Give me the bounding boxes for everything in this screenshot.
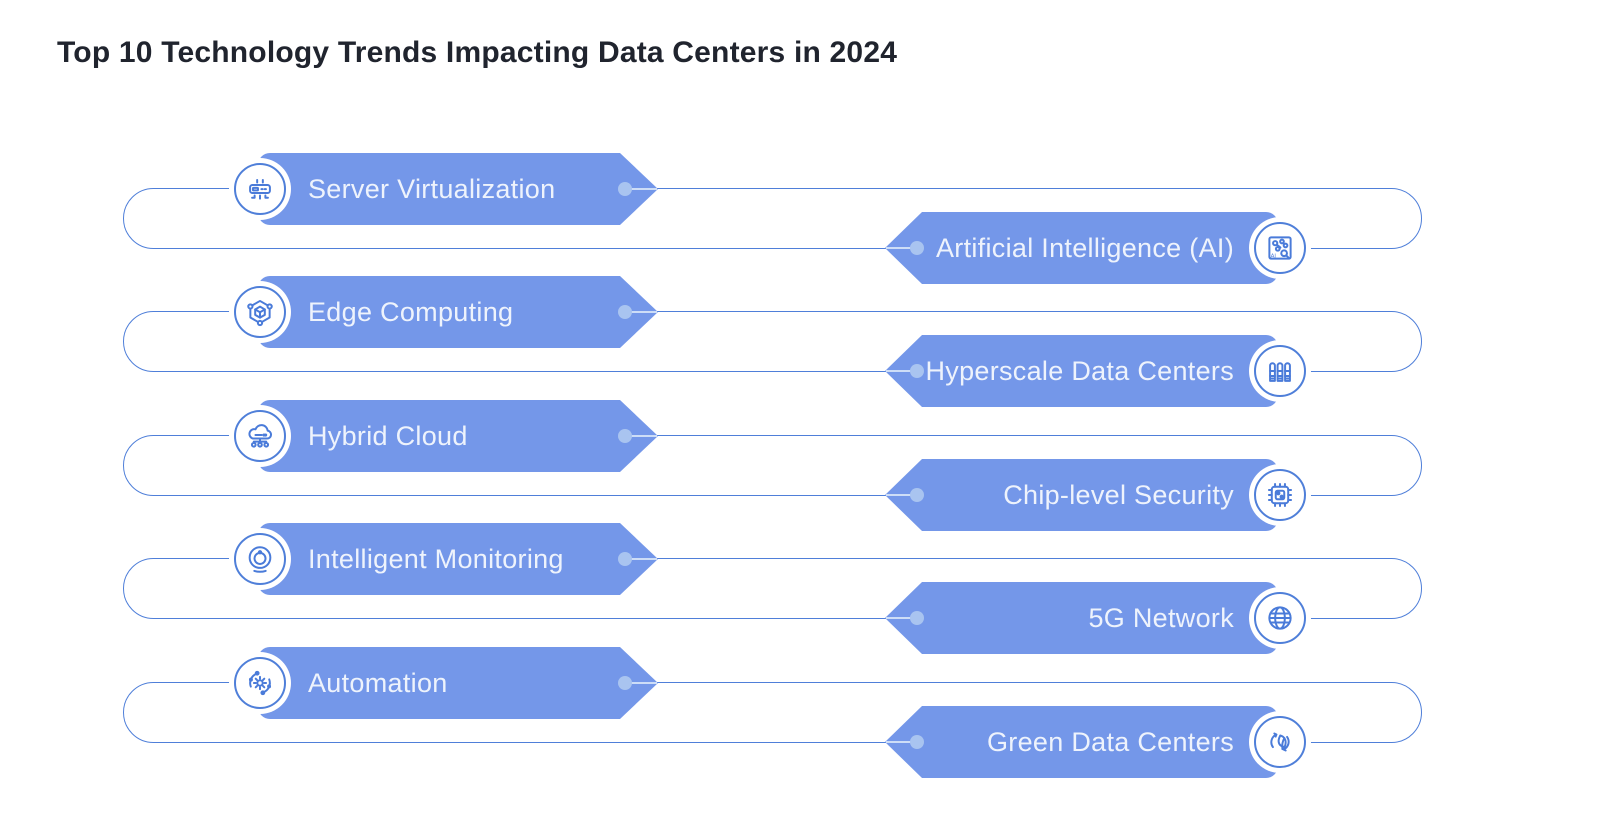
connector-dot (910, 611, 924, 625)
trend-banner: 5G Network (922, 582, 1278, 654)
connector-dot (618, 552, 632, 566)
icon-badge (234, 657, 286, 709)
chip-level-security-icon (1267, 482, 1293, 508)
connector-dot (910, 735, 924, 749)
connector-loop (123, 435, 1422, 496)
trend-banner: Intelligent Monitoring (258, 523, 620, 595)
tip-connector-line (886, 247, 917, 249)
connector-loop (123, 682, 1422, 743)
icon-badge (1254, 716, 1306, 768)
connector-dot (618, 182, 632, 196)
trend-label: Automation (308, 667, 448, 698)
icon-badge (1254, 345, 1306, 397)
edge-computing-icon (247, 299, 273, 327)
trend-banner: Hybrid Cloud (258, 400, 620, 472)
trend-label: 5G Network (1088, 602, 1234, 633)
trend-label: Chip-level Security (1003, 479, 1234, 510)
icon-badge (234, 163, 286, 215)
icon-badge (234, 533, 286, 585)
artificial-intelligence-icon: AI (1268, 236, 1292, 260)
trend-banner: Edge Computing (258, 276, 620, 348)
connector-loop (123, 188, 1422, 249)
trend-label: Hyperscale Data Centers (925, 355, 1234, 386)
icon-badge (234, 286, 286, 338)
trend-label: Green Data Centers (986, 726, 1234, 757)
tip-connector-line (626, 435, 657, 437)
connector-dot (618, 305, 632, 319)
trend-banner: Chip-level Security (922, 459, 1278, 531)
tip-connector-line (626, 682, 657, 684)
tip-connector-line (886, 741, 917, 743)
tip-connector-line (886, 370, 917, 372)
tip-connector-line (626, 188, 657, 190)
trend-banner: Green Data Centers (922, 706, 1278, 778)
tip-connector-line (886, 494, 917, 496)
icon-badge (1254, 469, 1306, 521)
connector-loop (123, 558, 1422, 619)
trend-banner: Automation (258, 647, 620, 719)
trend-label: Server Virtualization (308, 173, 556, 204)
connector-dot (910, 364, 924, 378)
trend-banner: Artificial Intelligence (AI) (922, 212, 1278, 284)
page-title: Top 10 Technology Trends Impacting Data … (57, 36, 898, 69)
intelligent-monitoring-icon (248, 546, 272, 573)
trend-banner: Hyperscale Data Centers (922, 335, 1278, 407)
svg-text:AI: AI (1271, 253, 1277, 259)
connector-dot (618, 429, 632, 443)
automation-icon (248, 670, 272, 696)
connector-dot (910, 241, 924, 255)
5g-network-icon (1268, 606, 1292, 630)
trend-label: Artificial Intelligence (AI) (935, 232, 1234, 263)
hyperscale-data-centers-icon (1269, 362, 1291, 382)
tip-connector-line (626, 558, 657, 560)
icon-badge (234, 410, 286, 462)
server-virtualization-icon (249, 178, 271, 200)
tip-connector-line (626, 311, 657, 313)
hybrid-cloud-icon (248, 424, 273, 448)
tip-connector-line (886, 617, 917, 619)
trend-banner: Server Virtualization (258, 153, 620, 225)
icon-badge (1254, 592, 1306, 644)
trend-label: Intelligent Monitoring (308, 543, 564, 574)
connector-loop (123, 311, 1422, 372)
trend-label: Edge Computing (308, 296, 514, 327)
green-data-centers-icon (1270, 732, 1290, 752)
connector-dot (618, 676, 632, 690)
connector-dot (910, 488, 924, 502)
trend-label: Hybrid Cloud (308, 420, 468, 451)
icon-badge: AI (1254, 222, 1306, 274)
